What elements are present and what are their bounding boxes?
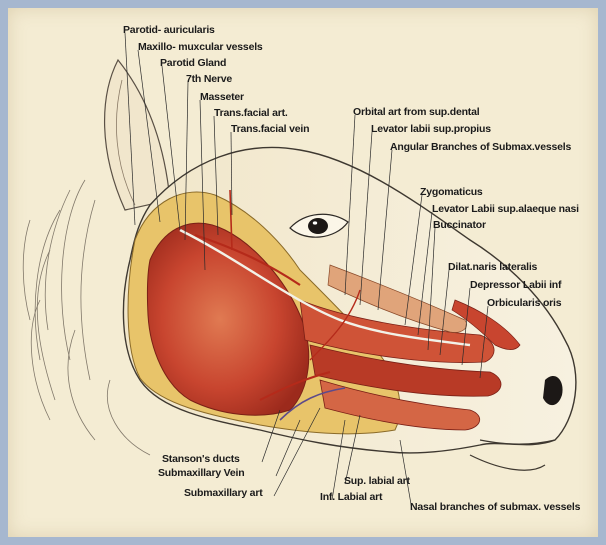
label-zygomaticus: Zygomaticus <box>420 186 483 198</box>
label-levator-alaeque-nasi: Levator Labii sup.alaeque nasi <box>432 203 579 215</box>
label-levator-labii-propius: Levator labii sup.propius <box>371 123 491 135</box>
label-seventh-nerve: 7th Nerve <box>186 73 232 85</box>
label-buccinator: Buccinator <box>433 219 486 231</box>
label-trans-facial-vein: Trans.facial vein <box>231 123 309 135</box>
label-sup-labial-art: Sup. labial art <box>344 475 411 487</box>
label-trans-facial-art: Trans.facial art. <box>214 107 288 119</box>
label-dilat-naris-lateralis: Dilat.naris lateralis <box>448 261 538 273</box>
label-orbicularis-oris: Orbicularis oris <box>487 297 562 309</box>
ear <box>105 60 170 210</box>
label-depressor-labii-inf: Depressor Labii inf <box>470 279 562 291</box>
label-stansons-ducts: Stanson's ducts <box>162 453 240 465</box>
label-submaxillary-art: Submaxillary art <box>184 487 263 499</box>
label-angular-branches: Angular Branches of Submax.vessels <box>390 141 571 153</box>
label-masseter: Masseter <box>200 91 244 103</box>
label-parotid-gland: Parotid Gland <box>160 57 226 69</box>
label-inf-labial-art: Inf. Labial art <box>320 491 383 503</box>
label-nasal-branches: Nasal branches of submax. vessels <box>410 501 581 513</box>
label-submaxillary-vein: Submaxillary Vein <box>158 467 244 479</box>
label-parotid-auricularis: Parotid- auricularis <box>123 24 215 36</box>
label-orbital-art: Orbital art from sup.dental <box>353 106 480 118</box>
label-maxillo-muscular-vessels: Maxillo- muxcular vessels <box>138 41 263 53</box>
